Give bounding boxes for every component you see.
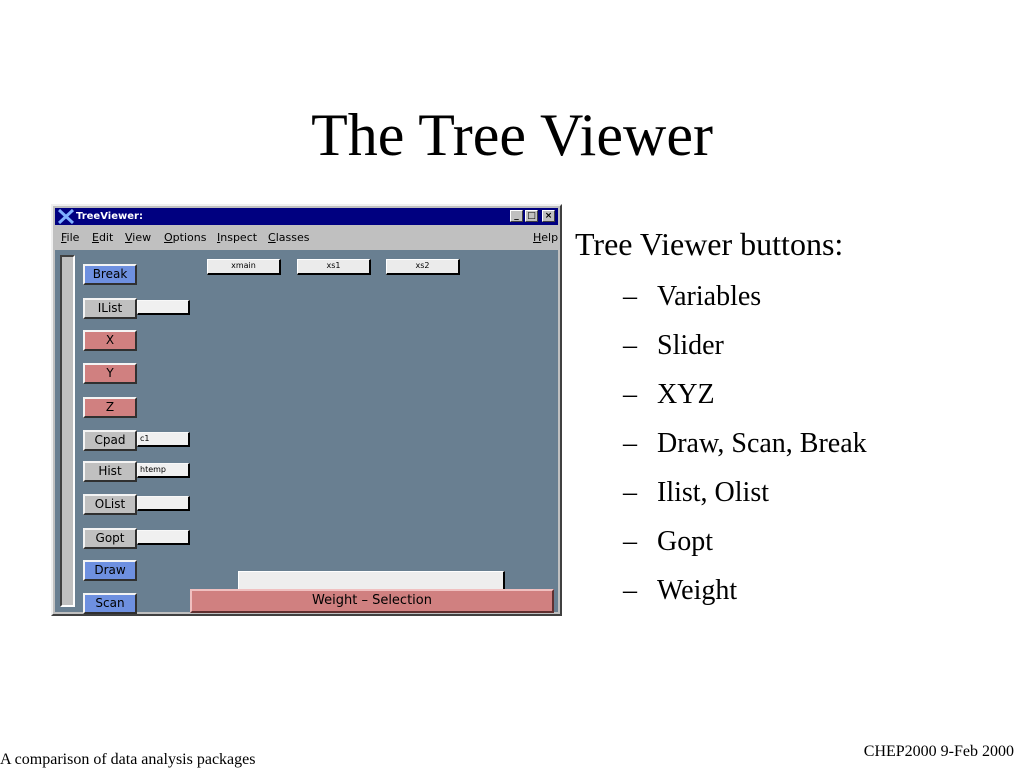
menu-bar: File Edit View Options Inspect Classes H… [55,227,558,249]
cpad-field[interactable]: c1 [137,432,190,447]
draw-button[interactable]: Draw [83,560,137,581]
menu-inspect[interactable]: Inspect [217,231,258,244]
window-title: TreeViewer: [76,211,143,222]
list-item: –Slider [623,330,724,361]
olist-button[interactable]: OList [83,494,137,515]
minimize-button[interactable]: _ [510,210,523,222]
list-item: –Gopt [623,526,713,557]
list-item: –Variables [623,281,762,312]
var-xs1-button[interactable]: xs1 [297,259,371,275]
bullet-list: –Variables –Slider –XYZ –Draw, Scan, Bre… [623,280,867,623]
footer-right: CHEP2000 9-Feb 2000 [863,743,1014,760]
list-item: –Draw, Scan, Break [623,428,867,459]
gopt-button[interactable]: Gopt [83,528,137,549]
menu-options[interactable]: Options [164,231,207,244]
slide-title: The Tree Viewer [311,102,713,168]
close-button[interactable]: × [542,210,555,222]
list-item: –Weight [623,575,738,606]
var-xs2-button[interactable]: xs2 [386,259,460,275]
hist-field[interactable]: htemp [137,463,190,478]
x-button[interactable]: X [83,330,137,351]
y-button[interactable]: Y [83,363,137,384]
menu-classes[interactable]: Classes [268,231,310,244]
gopt-field[interactable] [137,530,190,545]
menu-view[interactable]: View [125,231,152,244]
break-button[interactable]: Break [83,264,137,285]
left-scrollbar[interactable] [60,255,75,607]
scan-button[interactable]: Scan [83,593,137,614]
footer-left: A comparison of data analysis packages [0,751,256,768]
menu-edit[interactable]: Edit [92,231,114,244]
list-item: –Ilist, Olist [623,477,770,508]
var-xmain-button[interactable]: xmain [207,259,281,275]
z-button[interactable]: Z [83,397,137,418]
weight-selection-button[interactable]: Weight – Selection [190,589,554,613]
treeviewer-window: TreeViewer: _ □ × File Edit View Options… [51,204,562,616]
x-logo-icon [58,209,74,224]
viewer-canvas: xmain xs1 xs2 Break IList X Y Z Cpad c1 … [55,250,558,614]
bullet-heading: Tree Viewer buttons: [575,226,844,262]
menu-file[interactable]: File [61,231,80,244]
list-item: –XYZ [623,379,715,410]
selection-input[interactable] [238,571,505,591]
hist-button[interactable]: Hist [83,461,137,482]
olist-field[interactable] [137,496,190,511]
maximize-button[interactable]: □ [525,210,538,222]
menu-help[interactable]: Help [533,231,559,244]
ilist-field[interactable] [137,300,190,315]
cpad-button[interactable]: Cpad [83,430,137,451]
window-titlebar[interactable]: TreeViewer: _ □ × [55,208,558,225]
ilist-button[interactable]: IList [83,298,137,319]
